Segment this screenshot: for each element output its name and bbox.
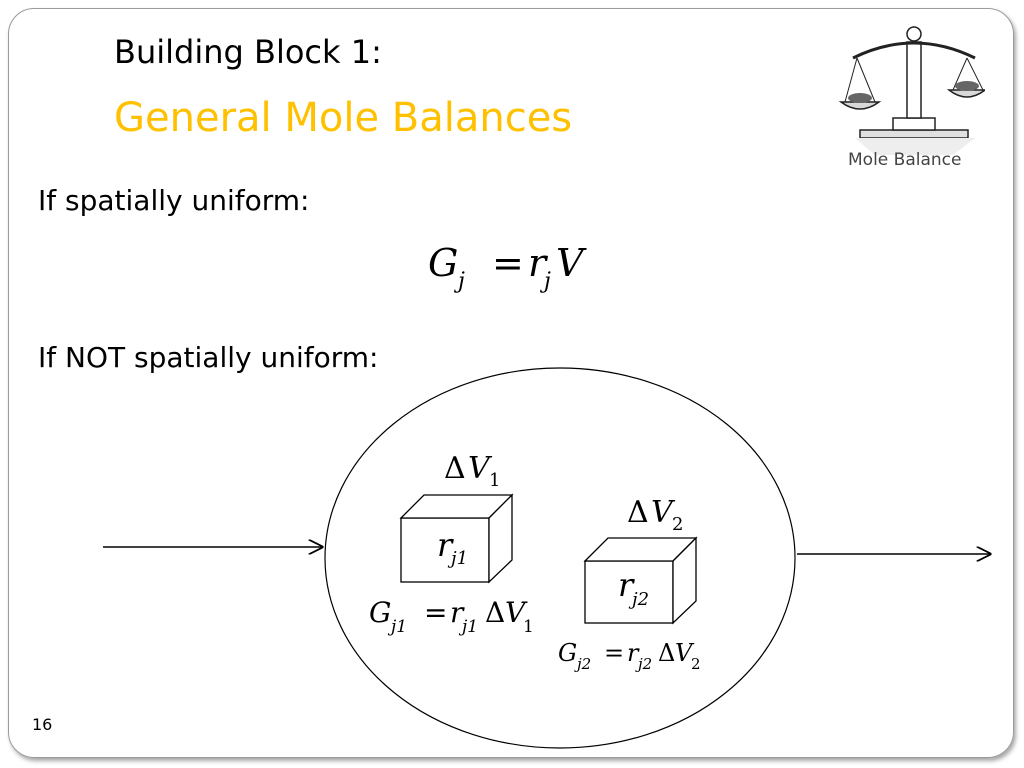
svg-text:=: = <box>492 241 524 285</box>
generation-equation-1: G j1 = r j1 Δ V 1 <box>369 596 534 637</box>
slide-frame <box>8 8 1014 758</box>
svg-text:j2: j2 <box>574 655 591 673</box>
rate-label-2: r j2 <box>618 566 649 610</box>
control-volume <box>324 367 796 749</box>
svg-text:Δ: Δ <box>444 451 466 486</box>
svg-text:j2: j2 <box>628 589 649 610</box>
rate-label-1: r j1 <box>437 526 468 569</box>
svg-text:r: r <box>627 639 640 667</box>
balance-scale-icon <box>838 26 985 155</box>
svg-text:1: 1 <box>523 617 534 637</box>
volume-element-1 <box>399 493 514 584</box>
svg-text:Δ: Δ <box>485 596 505 629</box>
svg-text:G: G <box>558 639 577 667</box>
svg-text:j1: j1 <box>387 617 407 637</box>
svg-text:=: = <box>604 639 624 667</box>
delta-v2-label: Δ V 2 <box>627 495 683 535</box>
svg-text:G: G <box>369 596 391 629</box>
svg-text:V: V <box>651 495 676 530</box>
svg-text:V: V <box>468 451 493 486</box>
svg-text:r: r <box>450 596 465 629</box>
svg-text:j1: j1 <box>458 617 478 637</box>
equation-uniform: G j = r j V <box>428 241 587 294</box>
svg-text:j1: j1 <box>447 548 468 569</box>
svg-text:1: 1 <box>489 470 500 491</box>
svg-text:V: V <box>556 241 587 285</box>
svg-text:Δ: Δ <box>627 495 649 530</box>
svg-text:V: V <box>675 639 695 667</box>
slide-title: General Mole Balances <box>114 95 573 141</box>
bullet-spatially-uniform: If spatially uniform: <box>38 184 310 217</box>
svg-text:V: V <box>505 596 528 629</box>
svg-text:2: 2 <box>691 655 701 673</box>
generation-equation-2: G j2 = r j2 Δ V 2 <box>558 639 701 673</box>
svg-text:r: r <box>618 566 635 604</box>
svg-text:=: = <box>424 596 447 629</box>
logo-caption: Mole Balance <box>848 150 962 170</box>
volume-element-2 <box>583 536 698 625</box>
svg-text:r: r <box>528 241 549 285</box>
bullet-not-spatially-uniform: If NOT spatially uniform: <box>38 341 379 374</box>
delta-v1-label: Δ V 1 <box>444 451 500 491</box>
page-number: 16 <box>32 715 53 734</box>
svg-text:r: r <box>437 526 454 564</box>
svg-text:G: G <box>428 241 458 285</box>
svg-text:j2: j2 <box>635 655 652 673</box>
slide-heading: Building Block 1: <box>114 33 382 71</box>
svg-text:Δ: Δ <box>658 639 675 667</box>
svg-text:2: 2 <box>672 514 683 535</box>
